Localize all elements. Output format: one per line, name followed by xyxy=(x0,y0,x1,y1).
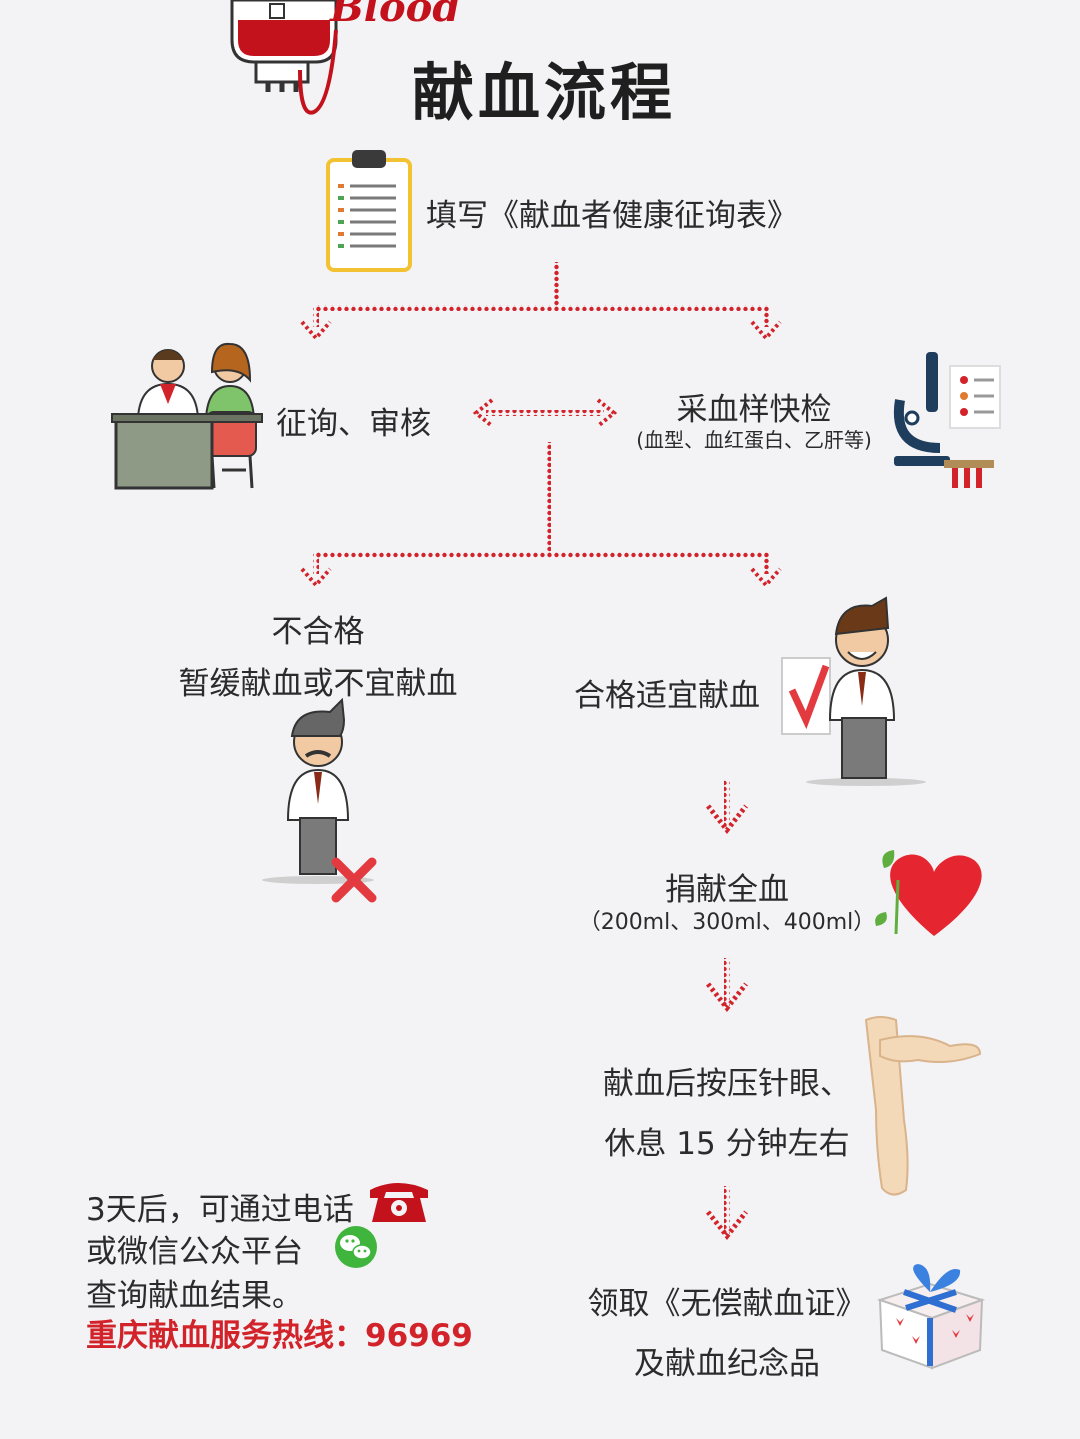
telephone-icon xyxy=(370,1183,428,1222)
down-arrow-1 xyxy=(706,780,748,835)
hotline-text: 重庆献血服务热线：96969 xyxy=(86,1318,473,1354)
microscope-icon xyxy=(893,352,1001,488)
arm-icon xyxy=(864,1016,982,1196)
heart-icon xyxy=(875,850,982,936)
step-unqualified-title: 不合格 xyxy=(271,614,365,650)
down-arrow-3 xyxy=(706,1186,748,1241)
note-line-3: 查询献血结果。 xyxy=(86,1278,303,1314)
step-after-1: 献血后按压针眼、 xyxy=(603,1066,851,1102)
cross-icon xyxy=(331,857,377,903)
two-way-arrow xyxy=(472,398,618,428)
connector-split-2 xyxy=(300,442,782,589)
clipboard-icon xyxy=(326,150,412,272)
doctor-patient-icon xyxy=(111,342,263,490)
note-line-2: 或微信公众平台 xyxy=(86,1234,303,1270)
step-quick-test-detail: (血型、血红蛋白、乙肝等) xyxy=(636,428,872,452)
step-fill-form: 填写《献血者健康征询表》 xyxy=(426,198,798,234)
step-receive-2: 及献血纪念品 xyxy=(634,1346,820,1382)
step-receive-1: 领取《无偿献血证》 xyxy=(587,1286,867,1322)
check-icon xyxy=(781,657,831,735)
gift-box-icon xyxy=(876,1264,986,1370)
step-unqualified-detail: 暂缓献血或不宜献血 xyxy=(178,666,458,702)
step-donate-detail: （200ml、300ml、400ml） xyxy=(578,910,876,935)
wechat-icon xyxy=(335,1226,377,1268)
unhappy-man-icon xyxy=(262,697,377,903)
connector-split-1 xyxy=(300,262,782,342)
step-quick-test: 采血样快检 xyxy=(676,392,832,428)
logo-word: Blood xyxy=(330,0,461,31)
down-arrow-2 xyxy=(706,958,748,1013)
step-qualified: 合格适宜献血 xyxy=(574,678,760,714)
step-inquiry: 征询、审核 xyxy=(276,406,431,442)
step-donate: 捐献全血 xyxy=(665,872,789,908)
note-line-1: 3天后，可通过电话 xyxy=(86,1192,354,1228)
happy-man-icon xyxy=(781,596,926,786)
page-title: 献血流程 xyxy=(412,56,677,129)
step-after-2: 休息 15 分钟左右 xyxy=(604,1126,850,1162)
blood-bag-icon xyxy=(230,0,338,115)
